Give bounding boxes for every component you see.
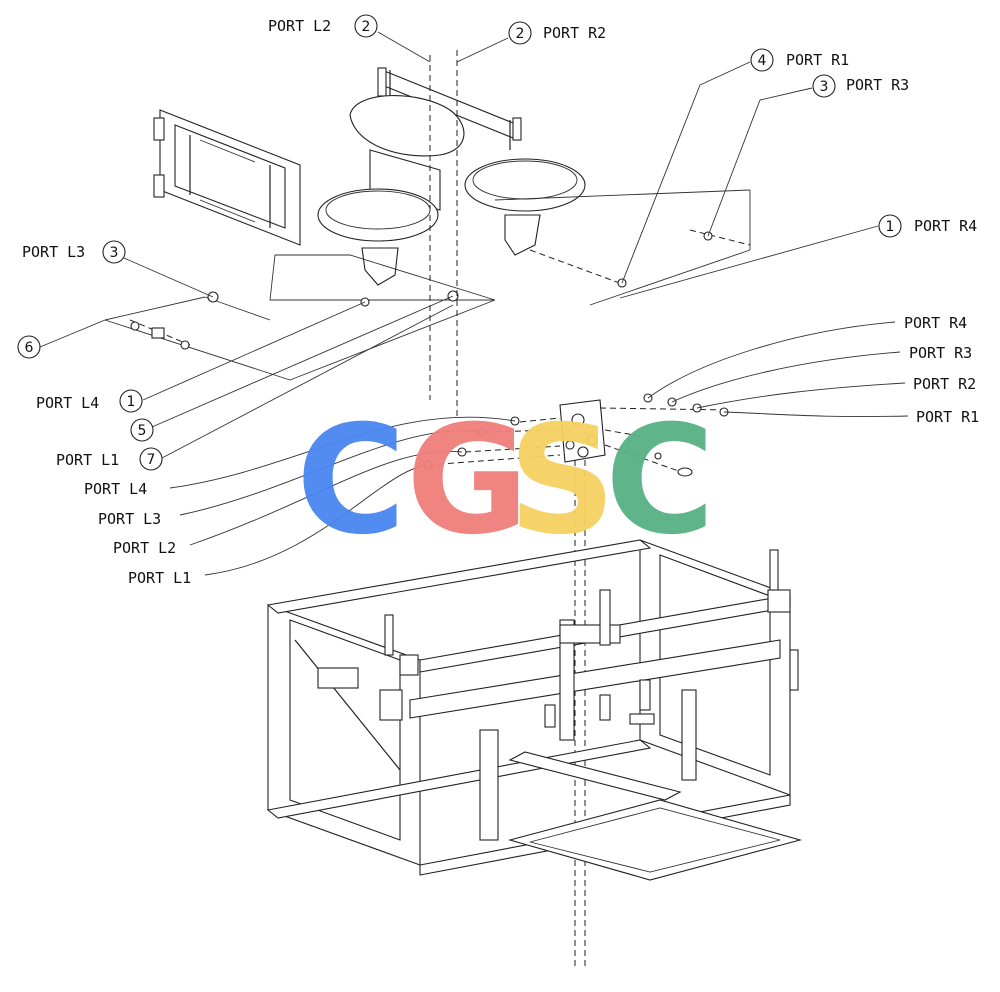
label-mid-port-l4: PORT L4	[84, 480, 147, 498]
label-top-port-l4: PORT L4	[36, 394, 99, 412]
middle-leader-lines	[169, 321, 909, 576]
svg-text:1: 1	[127, 394, 136, 410]
callout-5: 5	[130, 418, 154, 442]
label-mid-port-r3: PORT R3	[909, 344, 972, 362]
callout-7: 7	[139, 447, 163, 471]
watermark-letter-g: G	[406, 394, 529, 568]
valve-manifold	[423, 393, 731, 477]
callout-l3: 3	[102, 240, 126, 264]
label-top-port-l1: PORT L1	[56, 451, 119, 469]
callout-r1: 4	[750, 48, 774, 72]
label-mid-port-r4: PORT R4	[904, 314, 967, 332]
label-mid-port-l2: PORT L2	[113, 539, 176, 557]
svg-text:4: 4	[758, 53, 767, 69]
left-seat-pad	[317, 188, 439, 286]
callout-r4: 1	[878, 214, 902, 238]
svg-text:2: 2	[362, 19, 371, 35]
seat-assembly	[104, 67, 751, 381]
label-mid-port-r2: PORT R2	[913, 375, 976, 393]
right-seat-pad	[464, 158, 586, 256]
callout-r3: 3	[812, 74, 836, 98]
label-mid-port-l1: PORT L1	[128, 569, 191, 587]
svg-text:1: 1	[886, 219, 895, 235]
label-top-port-r2: PORT R2	[543, 24, 606, 42]
svg-text:3: 3	[110, 245, 119, 261]
cgsc-watermark: C G S C	[296, 394, 715, 568]
svg-text:3: 3	[820, 79, 829, 95]
rear-seat-pad	[349, 95, 465, 211]
callout-l2: 2	[354, 14, 378, 38]
label-top-port-r1: PORT R1	[786, 51, 849, 69]
label-top-port-l3: PORT L3	[22, 243, 85, 261]
label-top-port-l2: PORT L2	[268, 17, 331, 35]
label-mid-port-l3: PORT L3	[98, 510, 161, 528]
port-labels: PORT L2 PORT R2 PORT R1 PORT R3 PORT R4 …	[22, 17, 979, 587]
callout-6: 6	[17, 335, 41, 359]
callouts: 2 2 4 3 1 3 6 1	[17, 14, 902, 471]
svg-text:2: 2	[516, 26, 525, 42]
base-frame	[266, 539, 803, 881]
label-top-port-r4: PORT R4	[914, 217, 977, 235]
svg-text:5: 5	[138, 423, 147, 439]
svg-text:7: 7	[147, 452, 156, 468]
callout-r2: 2	[508, 21, 532, 45]
svg-text:6: 6	[25, 340, 34, 356]
label-mid-port-r1: PORT R1	[916, 408, 979, 426]
watermark-letter-c1: C	[296, 394, 406, 568]
callout-l4: 1	[119, 389, 143, 413]
watermark-letter-c2: C	[605, 394, 715, 568]
top-leader-lines	[39, 31, 879, 459]
left-mounting-bracket	[153, 109, 301, 246]
label-top-port-r3: PORT R3	[846, 76, 909, 94]
watermark-letter-s: S	[508, 394, 616, 568]
